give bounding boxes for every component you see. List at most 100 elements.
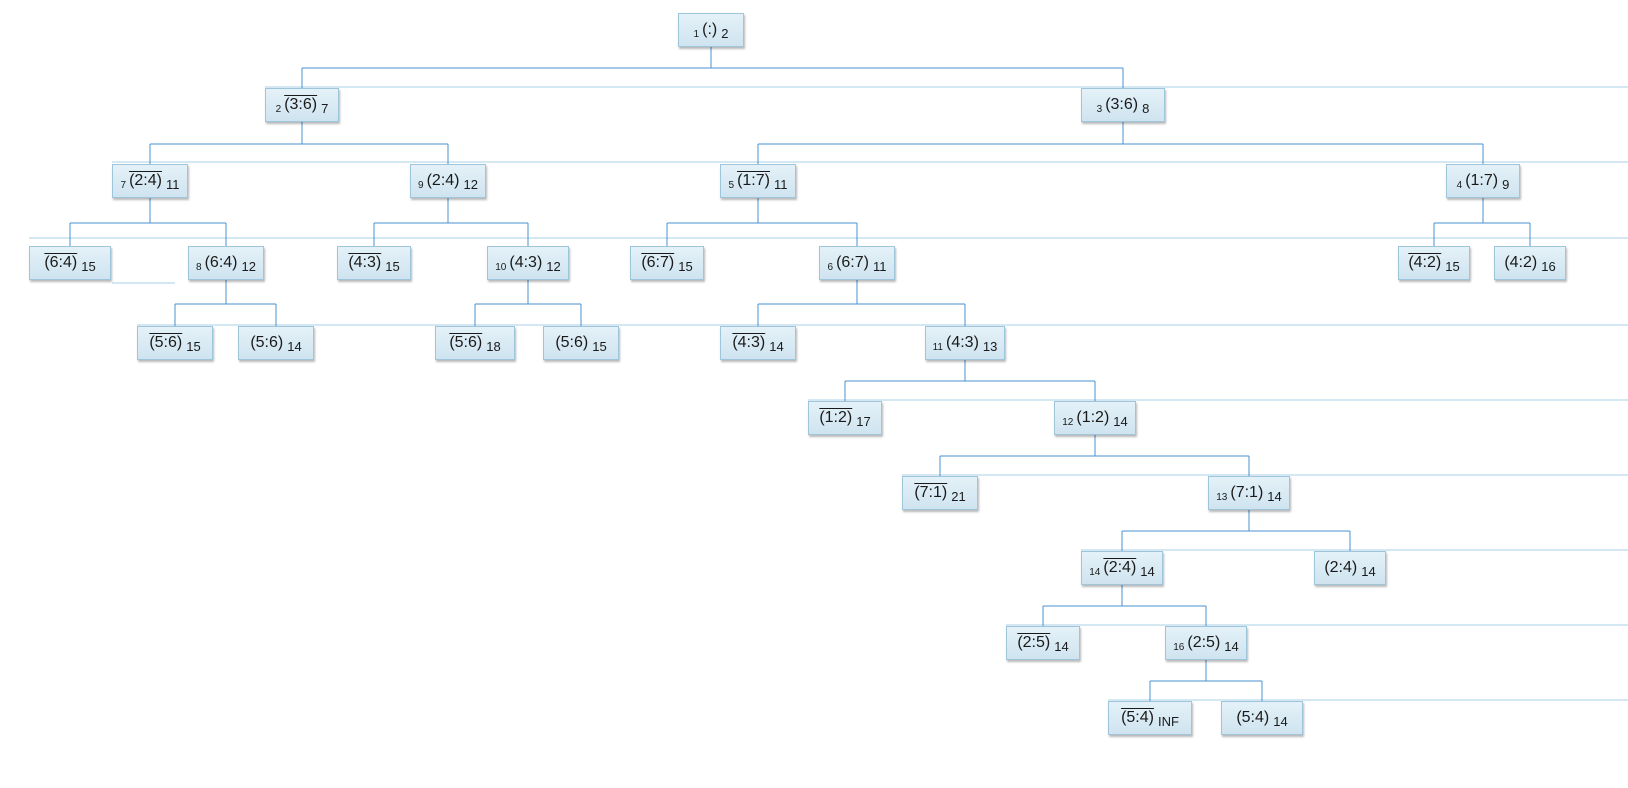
node-label: (6:7)	[836, 254, 869, 271]
node-cost: 16	[1541, 258, 1556, 274]
node-label: (2:5)	[1187, 634, 1221, 651]
tree-node[interactable]: (5:4)INF	[1108, 701, 1192, 735]
tree-node[interactable]: 13(7:1)14	[1208, 476, 1290, 510]
tree-node[interactable]: (5:6)14	[238, 326, 314, 360]
node-label: (1:2)	[819, 409, 853, 426]
tree-node[interactable]: 14(2:4)14	[1081, 551, 1163, 585]
node-cost: 12	[241, 258, 256, 274]
node-label: (5:6)	[250, 334, 284, 351]
node-cost: 11	[872, 258, 887, 274]
node-id: 11	[932, 341, 943, 353]
tree-node[interactable]: 16(2:5)14	[1165, 626, 1247, 660]
tree-node[interactable]: 8(6:4)12	[188, 246, 264, 280]
tree-node[interactable]: (4:3)15	[337, 246, 411, 280]
tree-node[interactable]: (5:6)15	[137, 326, 213, 360]
tree-node[interactable]: (6:7)15	[630, 246, 704, 280]
node-label: (2:4)	[129, 172, 162, 189]
tree-node[interactable]: 12(1:2)14	[1054, 401, 1136, 435]
tree-node[interactable]: (5:4)14	[1221, 701, 1303, 735]
tree-node[interactable]: 1(:)2	[678, 13, 744, 47]
node-label: (1:2)	[1076, 409, 1110, 426]
node-cost: 14	[1224, 638, 1239, 654]
tree-node[interactable]: 10(4:3)12	[487, 246, 569, 280]
node-label: (3:6)	[284, 96, 318, 113]
node-id: 4	[1456, 179, 1463, 191]
node-cost: 11	[773, 176, 788, 192]
node-cost: 9	[1502, 176, 1510, 192]
node-label: (4:2)	[1504, 254, 1538, 271]
node-label: (2:5)	[1017, 634, 1051, 651]
node-label: (5:4)	[1121, 709, 1154, 726]
node-id: 8	[196, 261, 202, 273]
node-label: (:)	[702, 21, 718, 38]
node-label: (4:3)	[509, 254, 543, 271]
node-cost: 14	[769, 338, 784, 354]
node-cost: 14	[1054, 638, 1069, 654]
node-label: (1:7)	[1465, 172, 1499, 189]
node-label: (4:3)	[732, 334, 766, 351]
node-cost: 14	[287, 338, 302, 354]
tree-node[interactable]: (2:4)14	[1314, 551, 1386, 585]
tree-node[interactable]: (2:5)14	[1006, 626, 1080, 660]
node-cost: INF	[1157, 713, 1179, 729]
node-label: (5:6)	[449, 334, 483, 351]
node-cost: 17	[856, 413, 871, 429]
node-id: 3	[1096, 103, 1103, 115]
node-id: 6	[827, 261, 834, 273]
tree-node[interactable]: 6(6:7)11	[819, 246, 895, 280]
tree-node[interactable]: 7(2:4)11	[112, 164, 188, 198]
node-cost: 14	[1267, 488, 1282, 504]
node-id: 5	[728, 179, 735, 191]
node-label: (1:7)	[737, 172, 770, 189]
node-id: 1	[693, 28, 700, 40]
node-cost: 15	[1445, 258, 1460, 274]
node-cost: 15	[81, 258, 96, 274]
node-label: (6:4)	[44, 254, 78, 271]
node-cost: 12	[546, 258, 561, 274]
node-cost: 8	[1142, 100, 1150, 116]
node-cost: 2	[721, 25, 729, 41]
node-cost: 14	[1113, 413, 1128, 429]
node-id: 10	[495, 261, 507, 273]
node-cost: 15	[385, 258, 400, 274]
node-cost: 13	[982, 338, 998, 354]
node-cost: 14	[1140, 563, 1155, 579]
node-id: 9	[418, 179, 424, 191]
node-id: 7	[120, 179, 127, 191]
node-label: (5:6)	[555, 334, 589, 351]
node-label: (5:4)	[1236, 709, 1270, 726]
tree-node[interactable]: (4:3)14	[720, 326, 796, 360]
node-cost: 12	[463, 176, 478, 192]
node-label: (4:3)	[348, 254, 382, 271]
tree-node[interactable]: (7:1)21	[902, 476, 978, 510]
tree-node[interactable]: 9(2:4)12	[410, 164, 486, 198]
node-cost: 18	[486, 338, 501, 354]
node-id: 13	[1216, 491, 1228, 503]
tree-node[interactable]: (4:2)16	[1494, 246, 1566, 280]
tree-node[interactable]: 2(3:6)7	[265, 88, 339, 122]
node-label: (7:1)	[1230, 484, 1264, 501]
node-cost: 7	[321, 100, 329, 116]
tree-node[interactable]: 3(3:6)8	[1081, 88, 1165, 122]
node-id: 2	[275, 103, 282, 115]
node-id: 12	[1062, 416, 1074, 428]
node-cost: 11	[165, 176, 180, 192]
node-cost: 14	[1273, 713, 1288, 729]
tree-node[interactable]: (4:2)15	[1398, 246, 1470, 280]
node-label: (3:6)	[1105, 96, 1139, 113]
tree-node[interactable]: 4(1:7)9	[1446, 164, 1520, 198]
tree-node[interactable]: (5:6)18	[435, 326, 515, 360]
tree-node[interactable]: (5:6)15	[543, 326, 619, 360]
node-label: (7:1)	[914, 484, 948, 501]
node-label: (6:4)	[204, 254, 238, 271]
node-cost: 14	[1361, 563, 1376, 579]
node-id: 16	[1173, 641, 1185, 653]
node-cost: 15	[592, 338, 607, 354]
tree-node[interactable]: (1:2)17	[808, 401, 882, 435]
tree-node[interactable]: 5(1:7)11	[720, 164, 796, 198]
tree-node[interactable]: 11(4:3)13	[925, 326, 1005, 360]
tree-node[interactable]: (6:4)15	[29, 246, 111, 280]
node-id: 14	[1089, 566, 1101, 578]
node-label: (5:6)	[149, 334, 183, 351]
